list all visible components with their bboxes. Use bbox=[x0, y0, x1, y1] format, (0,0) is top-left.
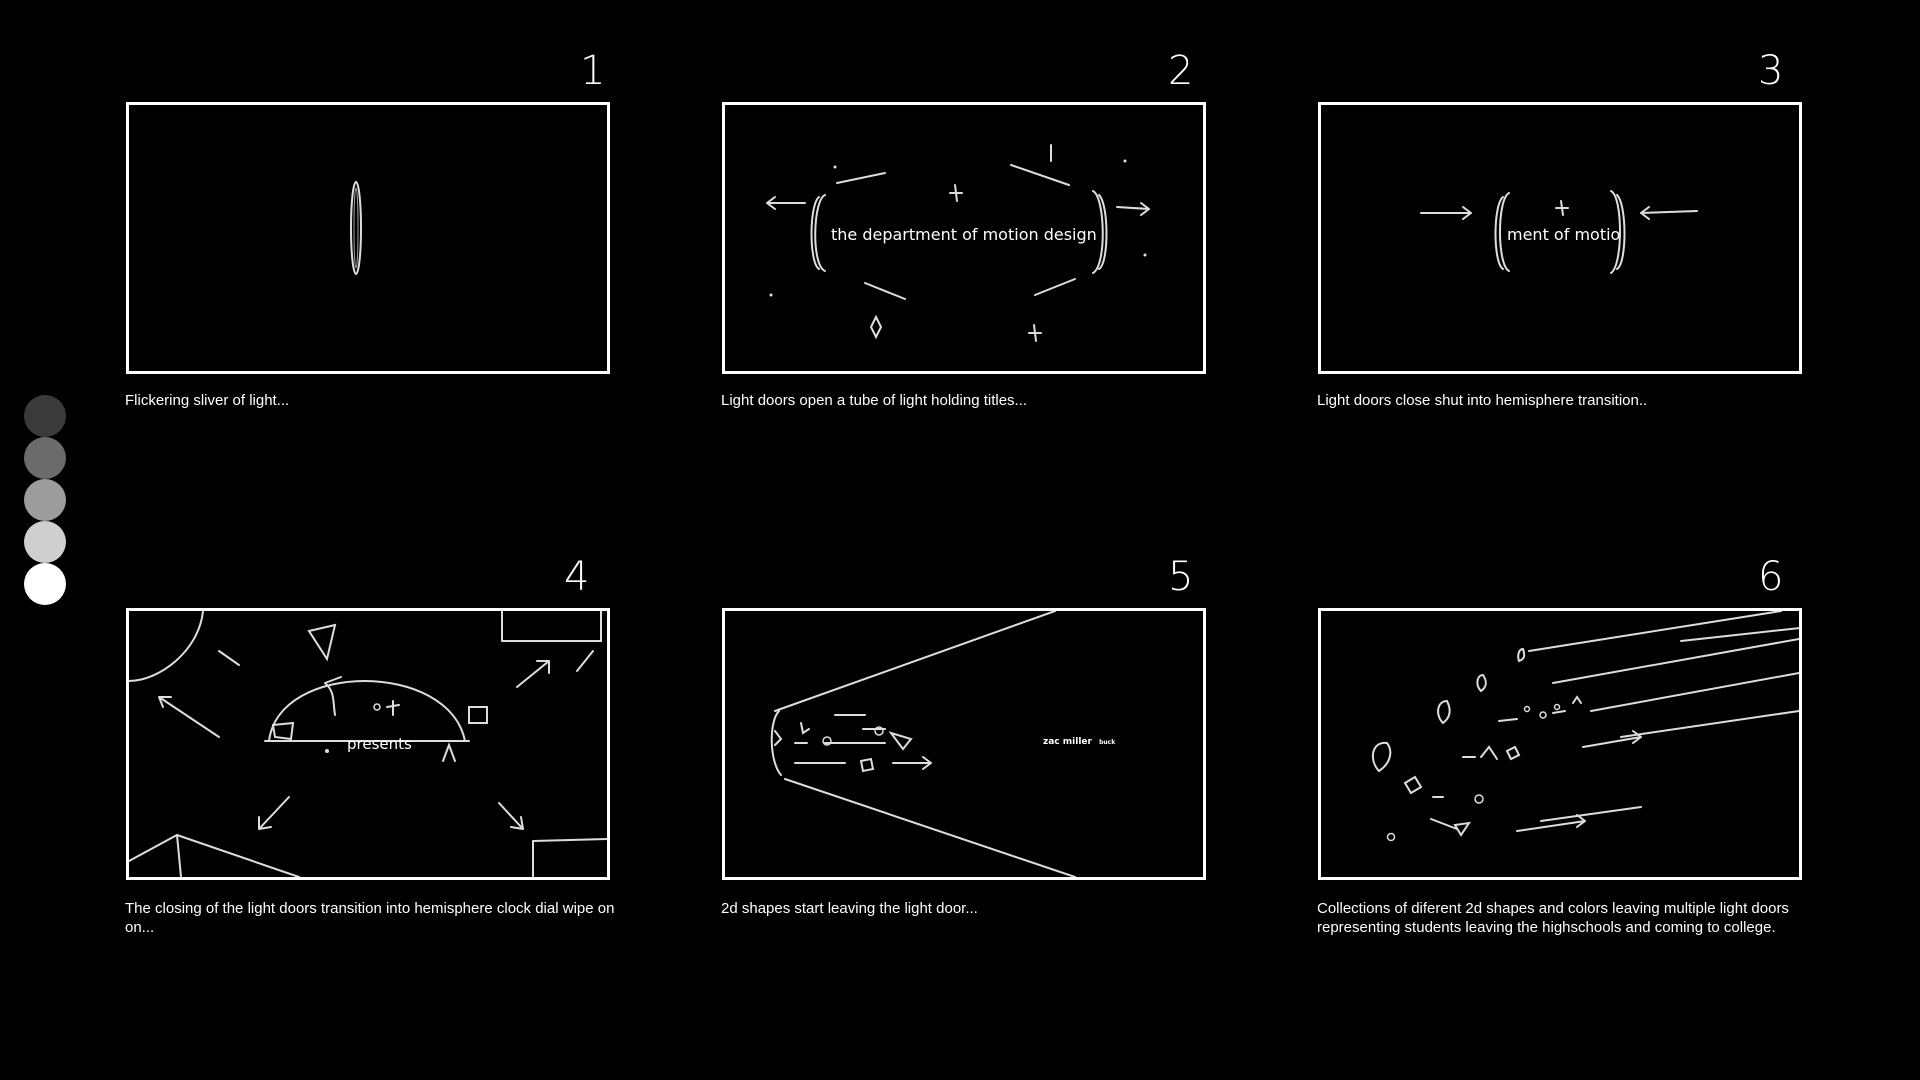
frame-caption-4: The closing of the light doors transitio… bbox=[125, 900, 615, 936]
frame-sketch-5 bbox=[770, 611, 1076, 877]
swatch-4 bbox=[24, 521, 66, 563]
frame-number-5: 5 bbox=[1168, 554, 1193, 600]
storyboard-frame-3: ment of motio bbox=[1318, 102, 1802, 374]
swatch-2 bbox=[24, 437, 66, 479]
frame-sketch-4 bbox=[129, 611, 607, 877]
frame-number-3: 3 bbox=[1758, 48, 1783, 94]
credit-name: zac miller bbox=[1043, 737, 1092, 747]
frame-caption-1: Flickering sliver of light... bbox=[125, 392, 290, 409]
storyboard-frame-1 bbox=[126, 102, 610, 374]
frame-sketch-2 bbox=[766, 144, 1150, 342]
frame-number-1: 1 bbox=[580, 48, 605, 94]
frame-caption-2: Light doors open a tube of light holding… bbox=[721, 392, 1028, 409]
swatch-5 bbox=[24, 563, 66, 605]
frame-screen-title-3: ment of motio bbox=[1507, 225, 1621, 244]
frame-sketch-1 bbox=[350, 181, 362, 275]
frame-screen-title-4: presents bbox=[347, 735, 412, 753]
frame-screen-credit-5: zac miller buck bbox=[1043, 737, 1115, 747]
frame-number-4: 4 bbox=[564, 554, 589, 600]
frame-sketch-3 bbox=[1420, 190, 1698, 274]
frame-screen-title-2: the department of motion design bbox=[831, 225, 1097, 244]
storyboard-frame-6 bbox=[1318, 608, 1802, 880]
color-swatches bbox=[24, 395, 66, 605]
swatch-1 bbox=[24, 395, 66, 437]
storyboard-frame-4: presents bbox=[126, 608, 610, 880]
storyboard-frame-2: the department of motion design bbox=[722, 102, 1206, 374]
frame-sketch-6 bbox=[1371, 611, 1799, 842]
frame-number-2: 2 bbox=[1168, 48, 1193, 94]
swatch-3 bbox=[24, 479, 66, 521]
frame-caption-3: Light doors close shut into hemisphere t… bbox=[1317, 392, 1648, 409]
frame-caption-5: 2d shapes start leaving the light door..… bbox=[721, 900, 978, 917]
storyboard-frame-5: zac miller buck bbox=[722, 608, 1206, 880]
credit-studio: buck bbox=[1099, 739, 1116, 746]
frame-number-6: 6 bbox=[1758, 554, 1783, 600]
frame-caption-6: Collections of diferent 2d shapes and co… bbox=[1317, 900, 1789, 936]
